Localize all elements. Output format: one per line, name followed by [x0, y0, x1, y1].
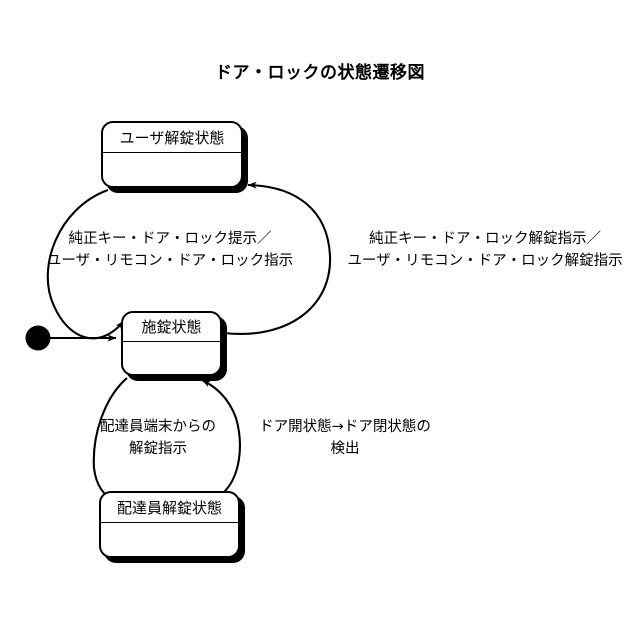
transition-label-line-2: 解錠指示 [129, 441, 187, 458]
transition-label-locked-to-delivery-unlocked: 配達員端末からの 解錠指示 [78, 416, 238, 461]
transition-label-line-2: 検出 [330, 441, 360, 458]
transition-label-line-1: 純正キー・ドア・ロック解錠指示／ [369, 231, 601, 247]
transition-label-line-2: ユーザ・リモコン・ドア・ロック指示 [46, 253, 294, 270]
transition-label-line-1: ドア開状態→ドア閉状態の [259, 419, 431, 435]
transition-label-user-unlocked-to-locked: 純正キー・ドア・ロック提示／ ユーザ・リモコン・ドア・ロック指示 [30, 228, 310, 273]
transition-label-locked-to-user-unlocked: 純正キー・ドア・ロック解錠指示／ ユーザ・リモコン・ドア・ロック解錠指示 [330, 228, 640, 273]
transition-label-delivery-unlocked-to-locked: ドア開状態→ドア閉状態の 検出 [240, 416, 450, 461]
transition-label-line-2: ユーザ・リモコン・ドア・ロック解錠指示 [347, 253, 623, 270]
initial-state-marker [25, 325, 51, 351]
transition-locked-to-user-unlocked [223, 181, 332, 335]
state-node-locked[interactable]: 施錠状態 [121, 311, 222, 376]
transition-label-line-1: 純正キー・ドア・ロック提示／ [68, 231, 272, 247]
transition-user-unlocked-to-locked [46, 189, 125, 340]
state-name-user-unlocked: ユーザ解錠状態 [103, 123, 241, 153]
page-title: ドア・ロックの状態遷移図 [215, 63, 425, 83]
transition-label-line-1: 配達員端末からの [100, 419, 216, 435]
state-node-user-unlocked[interactable]: ユーザ解錠状態 [101, 121, 243, 188]
state-name-delivery-unlocked: 配達員解錠状態 [101, 493, 238, 523]
transition-delivery-unlocked-to-locked [201, 379, 241, 495]
state-node-delivery-unlocked[interactable]: 配達員解錠状態 [99, 491, 240, 558]
state-name-locked: 施錠状態 [123, 313, 220, 342]
